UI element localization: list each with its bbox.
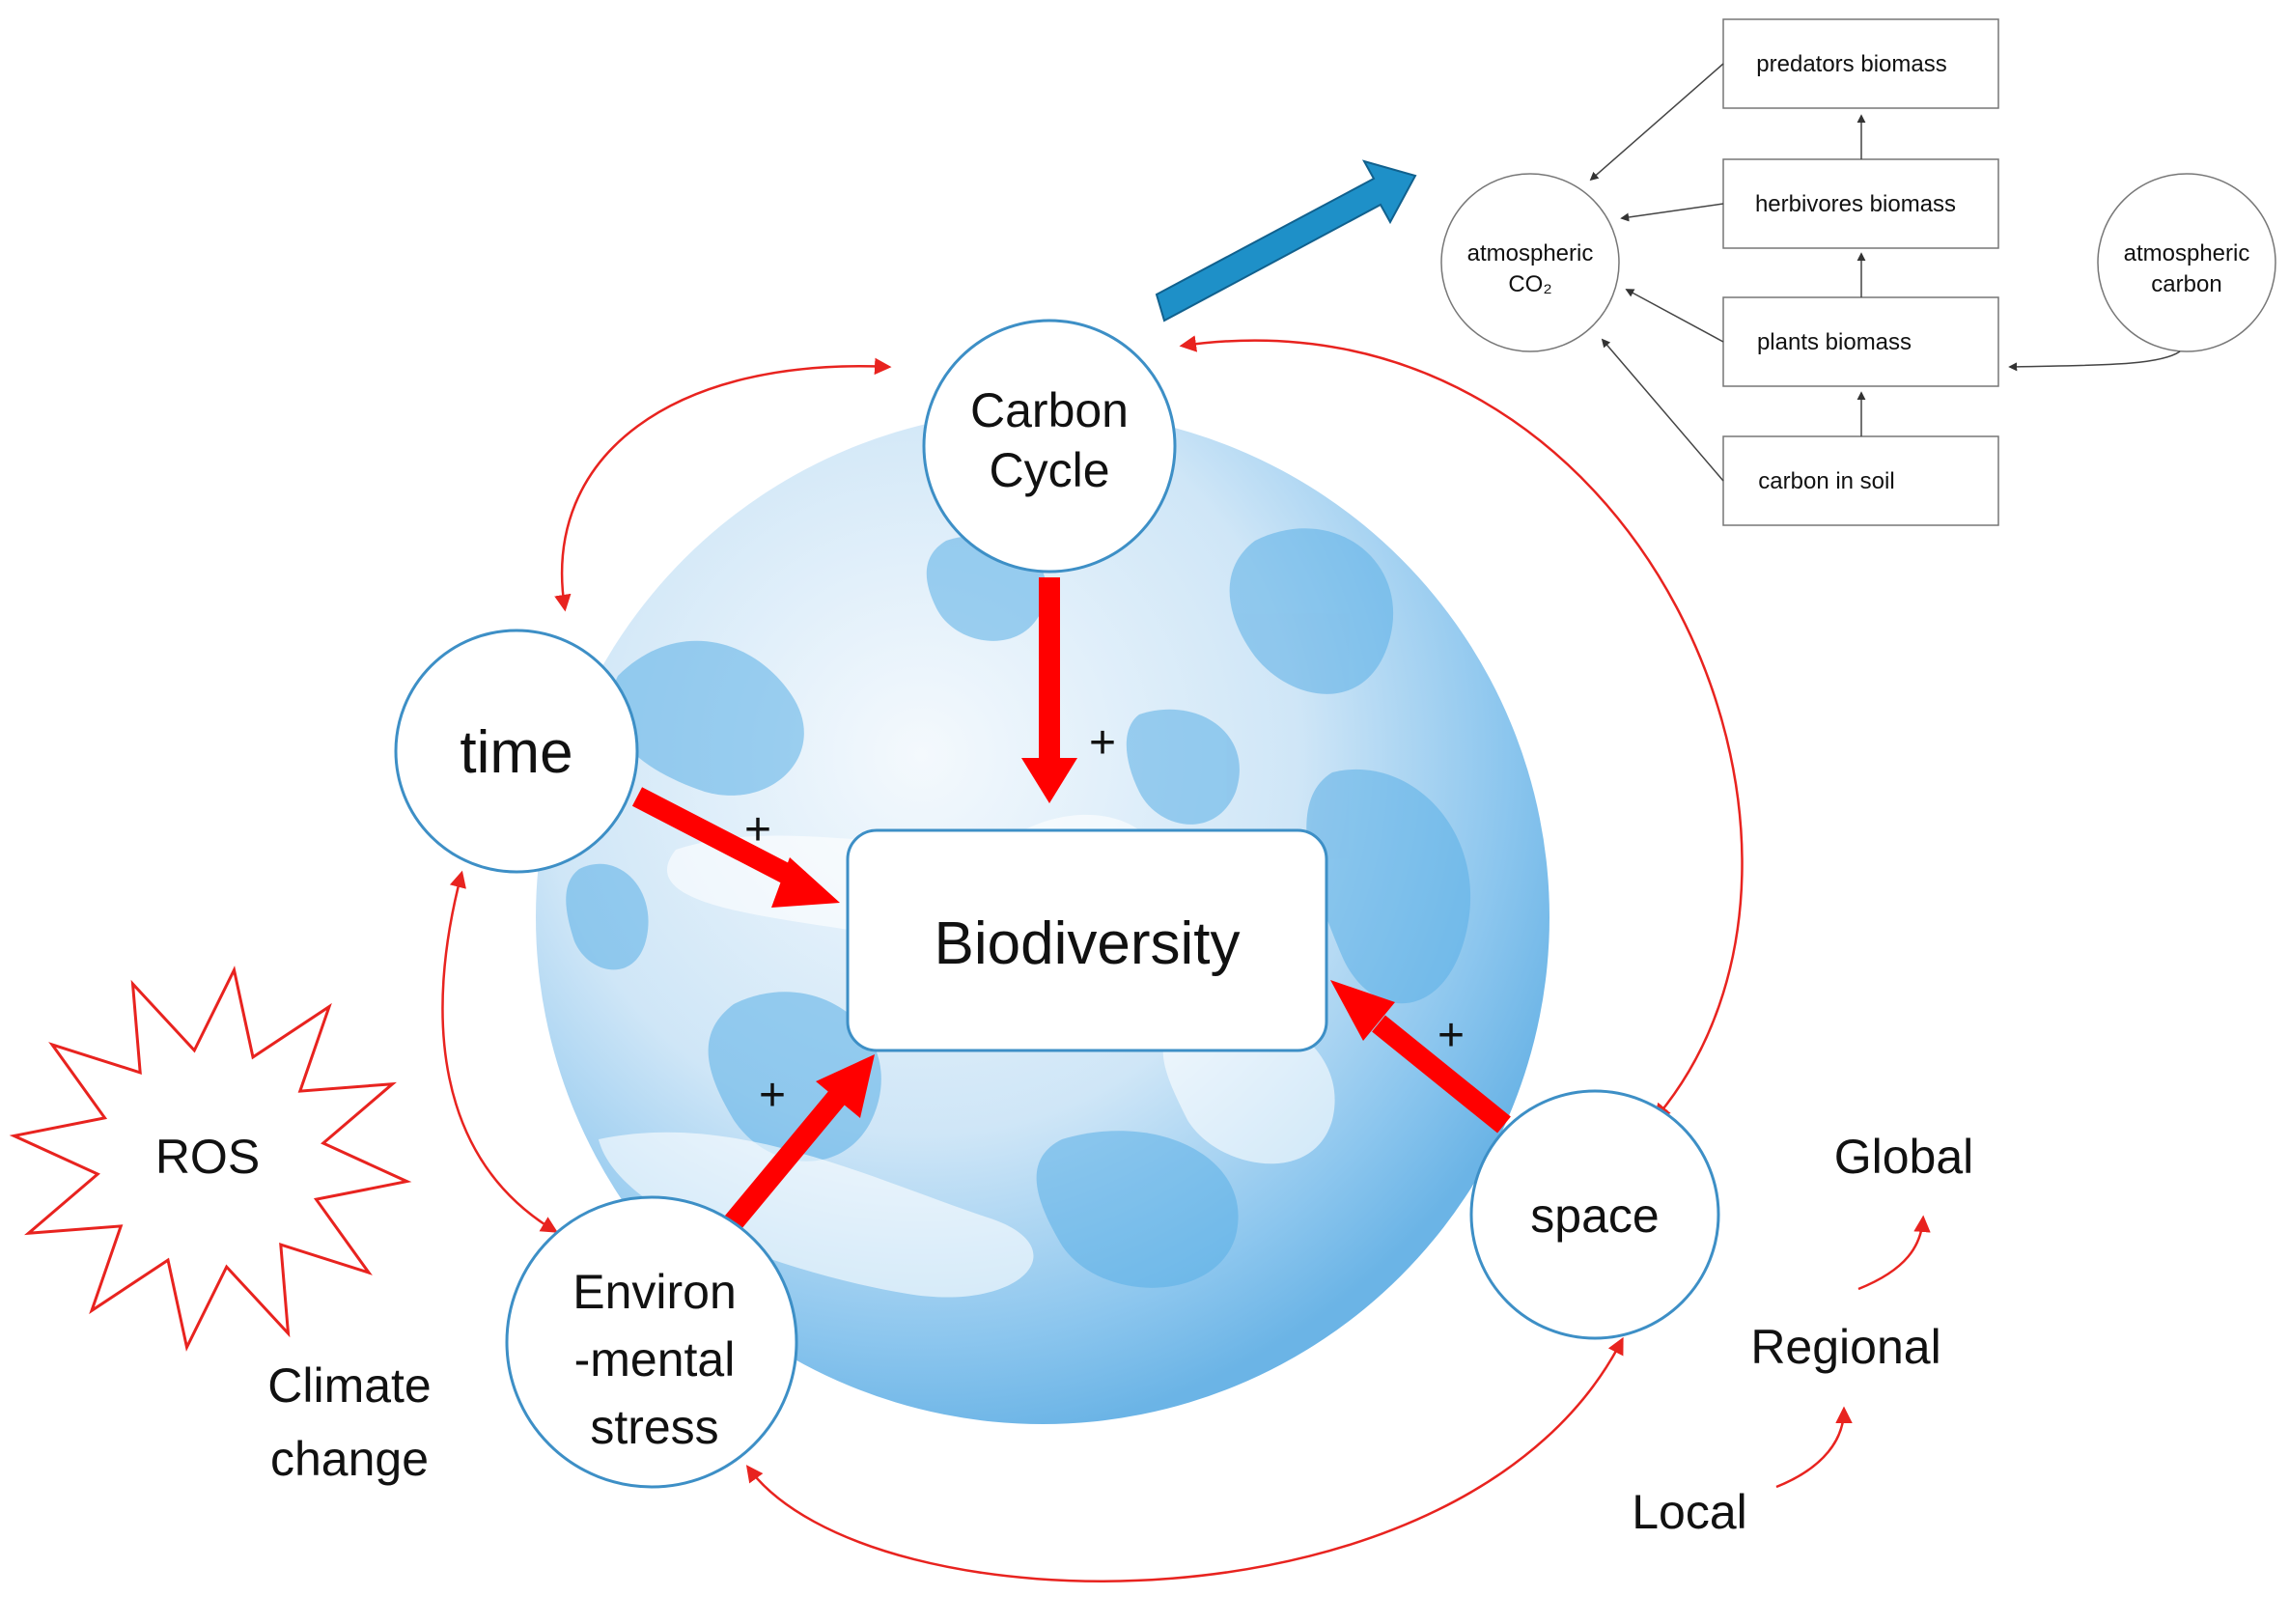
- environmental-stress-node: Environ -mental stress: [505, 1195, 798, 1489]
- arrow-carbon-to-biodiversity: [1021, 577, 1077, 803]
- arrow-regional-global: [1857, 1215, 1931, 1291]
- arrow-carbon-time: [554, 357, 892, 612]
- climate-change-line2: change: [270, 1432, 429, 1486]
- feedback-arrows: [441, 335, 1931, 1582]
- carbon-in-soil-label: carbon in soil: [1758, 468, 1894, 494]
- scale-regional: Regional: [1750, 1320, 1940, 1374]
- biodiversity-box: Biodiversity: [846, 828, 1328, 1052]
- atmospheric-carbon-circle: atmospheric carbon: [2097, 173, 2276, 352]
- carbon-flow-arrows: [1589, 63, 2181, 482]
- predators-biomass-box: predators biomass: [1722, 18, 1999, 109]
- atmospheric-carbon-line2: carbon: [2151, 271, 2221, 297]
- time-node: time: [394, 629, 639, 874]
- space-label: space: [1530, 1189, 1659, 1243]
- ros-starburst: ROS: [9, 966, 412, 1352]
- space-node: space: [1469, 1089, 1720, 1340]
- environmental-stress-line3: stress: [590, 1400, 718, 1454]
- atmospheric-co2-circle: atmospheric CO₂: [1440, 173, 1620, 352]
- carbon-cycle-node: Carbon Cycle: [922, 319, 1177, 574]
- atmospheric-carbon-line1: atmospheric: [2124, 240, 2250, 266]
- environmental-stress-line2: -mental: [574, 1332, 736, 1386]
- environmental-stress-line1: Environ: [572, 1265, 737, 1319]
- plus-sign-time: +: [744, 804, 771, 855]
- scale-local: Local: [1632, 1485, 1747, 1539]
- scale-global: Global: [1834, 1130, 1974, 1184]
- arrow-local-regional: [1775, 1406, 1853, 1489]
- climate-change-line1: Climate: [267, 1358, 431, 1413]
- carbon-flow-diagram: predators biomass herbivores biomass pla…: [1440, 18, 2276, 526]
- biodiversity-label: Biodiversity: [935, 910, 1241, 977]
- zoom-arrow: [1155, 159, 1417, 322]
- arrow-time-to-biodiversity: [631, 787, 840, 908]
- ros-label: ROS: [155, 1130, 260, 1184]
- atmospheric-co2-line1: atmospheric: [1467, 240, 1594, 266]
- carbon-in-soil-box: carbon in soil: [1722, 435, 1999, 526]
- predators-biomass-label: predators biomass: [1756, 51, 1946, 77]
- climate-change-label: Climate change: [267, 1358, 431, 1486]
- herbivores-biomass-box: herbivores biomass: [1722, 158, 1999, 249]
- time-label: time: [460, 719, 572, 786]
- ros-star-shape: [9, 966, 412, 1352]
- atmospheric-co2-line2: CO₂: [1508, 271, 1551, 297]
- plants-biomass-label: plants biomass: [1757, 329, 1912, 355]
- arrow-stress-to-biodiversity: [717, 1054, 875, 1239]
- arrow-time-stress: [441, 870, 558, 1233]
- arrow-carbon-space: [1179, 335, 1744, 1121]
- plus-sign-carbon: +: [1089, 717, 1116, 769]
- plants-biomass-box: plants biomass: [1722, 296, 1999, 387]
- arrow-stress-space: [745, 1336, 1624, 1582]
- causal-arrows: [631, 577, 1511, 1239]
- plus-sign-stress: +: [759, 1070, 786, 1121]
- arrow-space-to-biodiversity: [1330, 980, 1511, 1134]
- carbon-cycle-label-line1: Carbon: [970, 383, 1129, 437]
- plus-sign-space: +: [1438, 1010, 1465, 1061]
- herbivores-biomass-label: herbivores biomass: [1755, 191, 1956, 217]
- carbon-cycle-label-line2: Cycle: [989, 443, 1109, 497]
